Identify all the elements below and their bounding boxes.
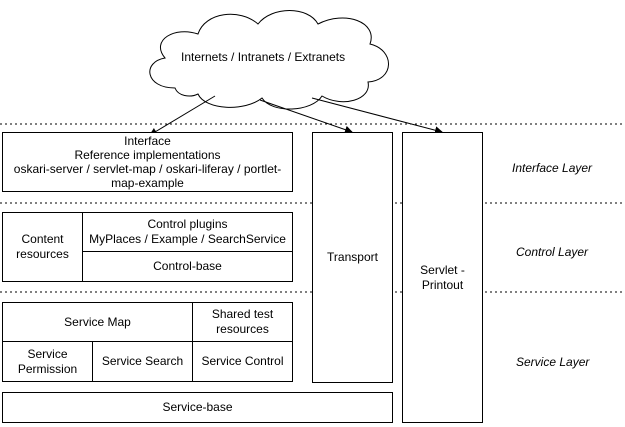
control-plugins-list: MyPlaces / Example / SearchService	[89, 232, 286, 246]
control-base-label: Control-base	[153, 259, 222, 273]
arrow-to-transport	[259, 99, 353, 134]
interface-impl-line-2: map-example	[111, 176, 184, 190]
service-permission-line-2: Permission	[17, 361, 78, 376]
interface-box: Interface Reference implementations oska…	[2, 132, 293, 192]
control-plugins-box: Control plugins MyPlaces / Example / Sea…	[82, 212, 293, 252]
arrow-to-interface	[149, 95, 216, 136]
content-resources-line-1: Content	[21, 232, 64, 246]
shared-test-resources-box: Shared test resources	[192, 302, 293, 342]
content-resources-line-2: resources	[16, 247, 69, 261]
service-map-label: Service Map	[64, 314, 131, 329]
control-base-box: Control-base	[82, 251, 293, 282]
shared-test-resources-line-2: resources	[216, 322, 269, 336]
service-layer-label: Service Layer	[516, 355, 590, 369]
servlet-printout-line-1: Servlet -	[420, 262, 465, 277]
cloud-label: Internets / Intranets / Extranets	[181, 50, 346, 64]
control-layer-label: Control Layer	[516, 245, 589, 259]
arrow-to-servlet	[311, 97, 443, 135]
service-base-box: Service-base	[2, 392, 393, 423]
transport-label: Transport	[327, 250, 378, 264]
control-plugins-title: Control plugins	[147, 217, 228, 231]
cloud-shape	[149, 10, 389, 110]
service-permission-box: Service Permission	[2, 341, 93, 382]
interface-layer-label: Interface Layer	[512, 161, 593, 175]
service-base-label: Service-base	[162, 400, 233, 414]
service-search-box: Service Search	[92, 341, 193, 382]
service-control-box: Service Control	[192, 341, 293, 382]
content-resources-box: Content resources	[2, 212, 83, 282]
servlet-printout-box: Servlet - Printout	[402, 132, 483, 423]
service-control-label: Service Control	[201, 354, 284, 368]
interface-title: Interface	[124, 134, 171, 148]
shared-test-resources-line-1: Shared test	[211, 307, 274, 321]
interface-subtitle: Reference implementations	[74, 148, 221, 162]
interface-impl-line-1: oskari-server / servlet-map / oskari-lif…	[13, 162, 282, 176]
transport-box: Transport	[312, 132, 393, 383]
servlet-printout-line-2: Printout	[421, 277, 464, 292]
service-search-label: Service Search	[101, 354, 184, 368]
service-permission-line-1: Service	[27, 346, 68, 361]
service-map-box: Service Map	[2, 302, 193, 342]
